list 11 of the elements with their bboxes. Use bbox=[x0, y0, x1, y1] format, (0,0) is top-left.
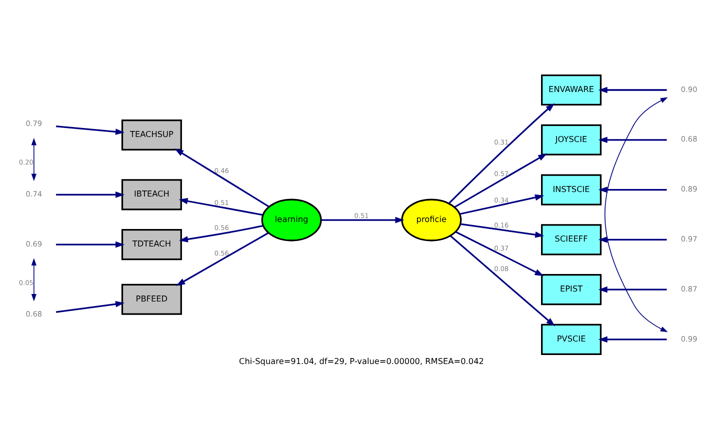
node-text: 0.89 bbox=[680, 184, 698, 194]
node-text: 0.68 bbox=[26, 309, 42, 318]
node-text: 0.74 bbox=[26, 188, 42, 198]
node-text: 0.97 bbox=[680, 234, 698, 243]
node-text: 0.79 bbox=[26, 118, 42, 128]
node-text: 0.68 bbox=[680, 134, 698, 144]
caption: Chi-Square=91.04, df=29, P-value=0.00000, RMSEA=0.042 bbox=[239, 356, 484, 366]
node-text: 0.69 bbox=[26, 238, 42, 248]
node-text: 0.87 bbox=[680, 284, 698, 293]
node-text: 0.90 bbox=[680, 84, 698, 94]
node-text: 0.99 bbox=[680, 334, 698, 343]
